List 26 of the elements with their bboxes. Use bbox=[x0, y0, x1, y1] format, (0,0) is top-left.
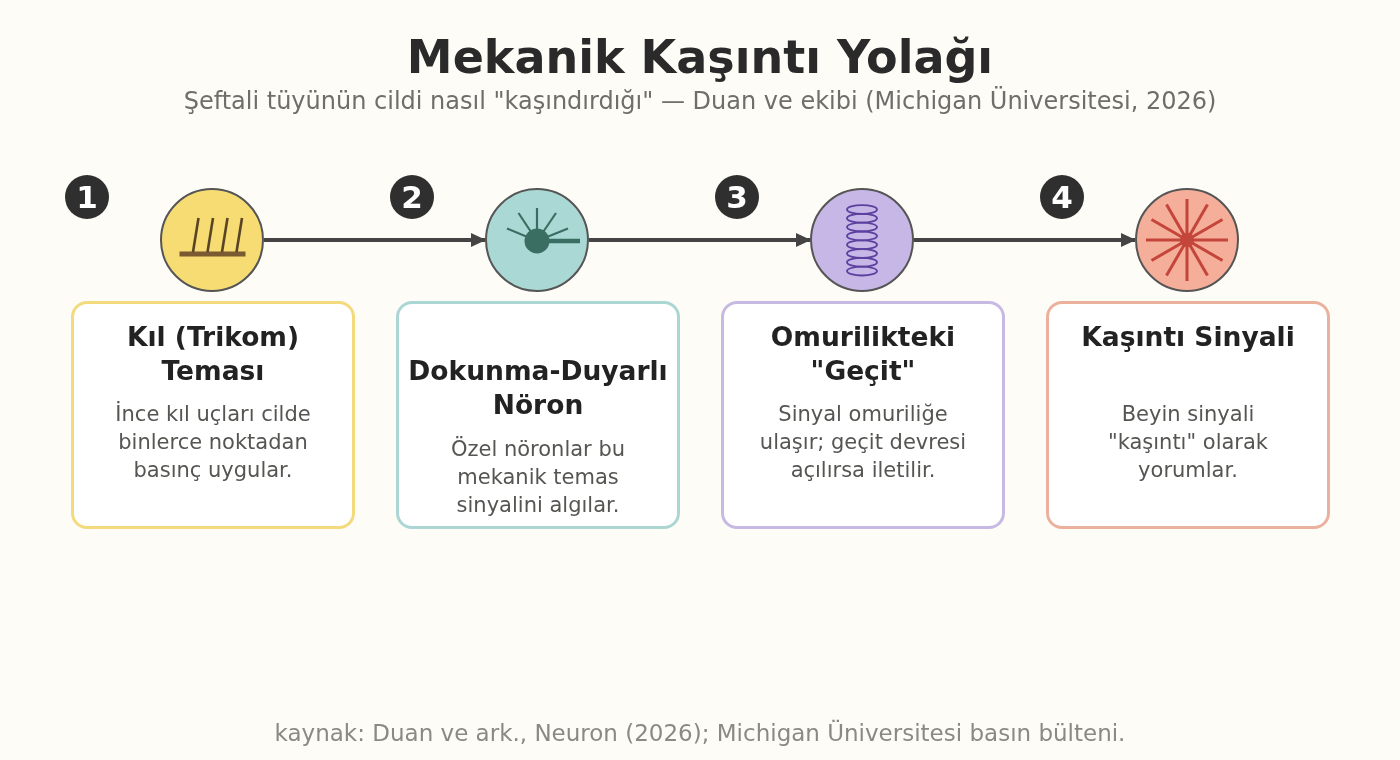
step-number-badge: 1 bbox=[65, 175, 109, 219]
arrow bbox=[264, 233, 486, 247]
step-card bbox=[721, 301, 1005, 529]
card-description: İnce kıl uçları cilde binlerce noktadan basınç uygular. bbox=[115, 402, 311, 482]
step-card bbox=[1046, 301, 1330, 529]
source-caption: kaynak: Duan ve ark., Neuron (2026); Michigan Üniversitesi basın bülteni. bbox=[274, 720, 1126, 746]
step-card bbox=[396, 301, 680, 529]
title: Mekanik Kaşıntı Yolağı bbox=[406, 30, 994, 84]
card-description: Sinyal omuriliğe ulaşır; geçit devresi açılırsa iletilir. bbox=[759, 402, 967, 482]
card-heading: Dokunma-Duyarlı Nöron bbox=[408, 355, 668, 420]
card-description: Beyin sinyali "kaşıntı" olarak yorumlar. bbox=[1108, 402, 1268, 482]
starburst-icon bbox=[1135, 188, 1239, 292]
card-heading: Kıl (Trikom) Teması bbox=[126, 321, 300, 386]
arrow bbox=[589, 233, 811, 247]
step-card bbox=[71, 301, 355, 529]
step-number-badge: 2 bbox=[390, 175, 434, 219]
step-number-badge: 3 bbox=[715, 175, 759, 219]
arrow bbox=[914, 233, 1136, 247]
hairs-on-skin-icon bbox=[160, 188, 264, 292]
neuron-icon bbox=[485, 188, 589, 292]
card-description: Özel nöronlar bu mekanik temas sinyalini algılar. bbox=[450, 437, 626, 517]
subtitle: Şeftali tüyünün cildi nasıl "kaşındırdığı" — Duan ve ekibi (Michigan Üniversitesi, 2026) bbox=[183, 87, 1217, 115]
coil-icon bbox=[810, 188, 914, 292]
card-heading: Kaşıntı Sinyali bbox=[1081, 321, 1295, 352]
card-heading: Omurilikteki "Geçit" bbox=[770, 321, 956, 386]
step-number-badge: 4 bbox=[1040, 175, 1084, 219]
